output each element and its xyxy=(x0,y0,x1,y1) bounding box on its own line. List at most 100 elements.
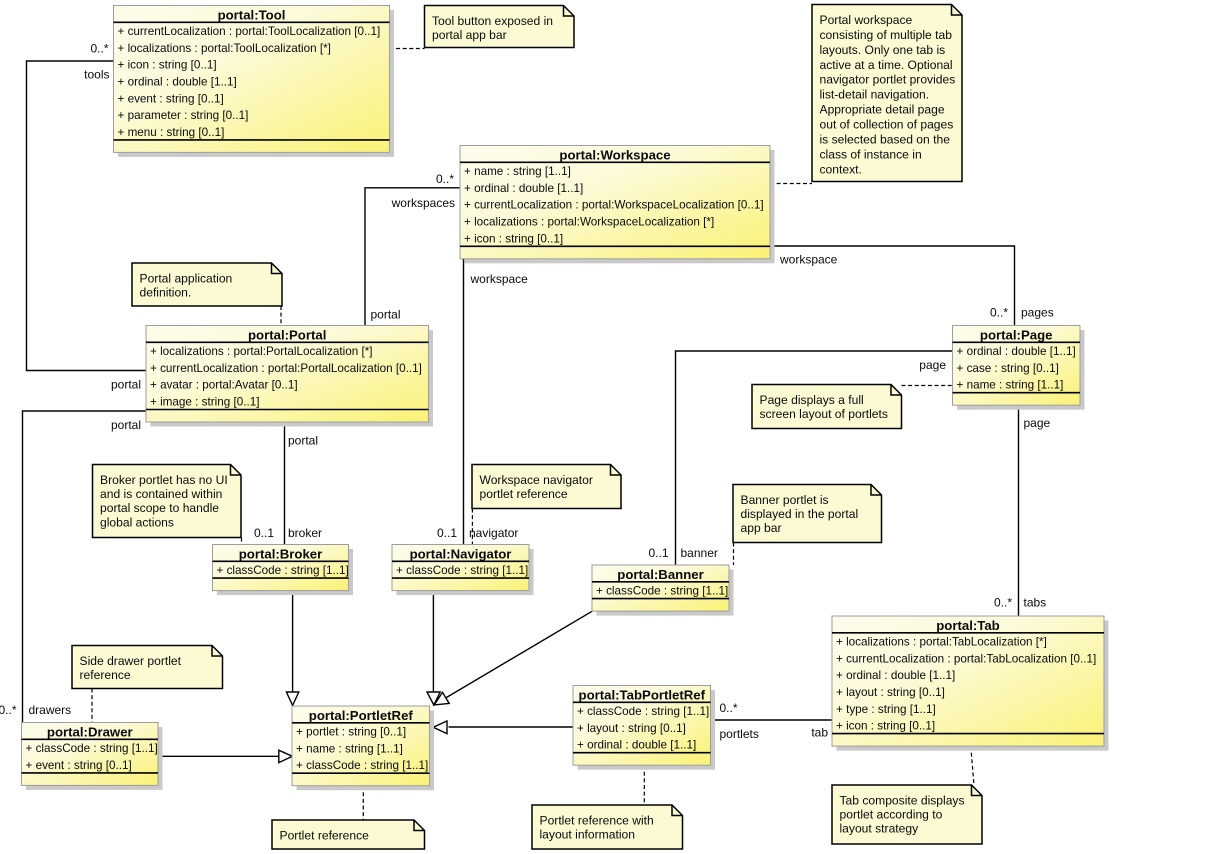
svg-text:+ localizations : portal:TabLo: + localizations : portal:TabLocalization… xyxy=(836,636,1047,649)
svg-text:Portlet reference with: Portlet reference with xyxy=(540,814,654,828)
svg-text:0..1: 0..1 xyxy=(437,526,457,540)
svg-text:+ event : string [0..1]: + event : string [0..1] xyxy=(26,759,132,772)
svg-text:+ name : string [1..1]: + name : string [1..1] xyxy=(957,379,1064,392)
svg-text:portal:Page: portal:Page xyxy=(980,328,1053,343)
svg-text:broker: broker xyxy=(288,526,322,540)
svg-text:navigator: navigator xyxy=(469,526,518,540)
svg-text:layout strategy: layout strategy xyxy=(840,822,920,836)
svg-text:+ portlet : string [0..1]: + portlet : string [0..1] xyxy=(296,726,406,739)
svg-text:layout information: layout information xyxy=(540,828,635,842)
svg-text:reference: reference xyxy=(80,668,131,682)
svg-text:portal:Tab: portal:Tab xyxy=(936,618,1000,633)
svg-text:portlet according to: portlet according to xyxy=(840,808,943,822)
svg-text:+ classCode : string [1..1]: + classCode : string [1..1] xyxy=(596,585,728,598)
svg-text:portal:Broker: portal:Broker xyxy=(239,547,323,562)
svg-text:+ currentLocalization : portal: + currentLocalization : portal:TabLocali… xyxy=(836,652,1096,665)
svg-text:Side drawer portlet: Side drawer portlet xyxy=(80,654,182,668)
svg-text:layouts. Only one tab is: layouts. Only one tab is xyxy=(820,43,946,57)
svg-text:0..*: 0..* xyxy=(436,172,454,186)
svg-text:+ classCode : string [1..1]: + classCode : string [1..1] xyxy=(26,742,158,755)
svg-text:out of collection of pages: out of collection of pages xyxy=(820,118,954,132)
svg-text:portal:TabPortletRef: portal:TabPortletRef xyxy=(579,688,706,703)
svg-text:+ layout : string [0..1]: + layout : string [0..1] xyxy=(836,686,945,699)
svg-text:Banner portlet is: Banner portlet is xyxy=(741,493,829,507)
svg-text:+ icon : string [0..1]: + icon : string [0..1] xyxy=(464,232,563,245)
svg-text:+ classCode : string [1..1]: + classCode : string [1..1] xyxy=(396,564,528,577)
svg-text:portal scope to handle: portal scope to handle xyxy=(100,501,219,515)
svg-text:portal:Banner: portal:Banner xyxy=(617,567,703,582)
svg-text:portal: portal xyxy=(111,378,141,392)
svg-text:portlet reference: portlet reference xyxy=(480,487,568,501)
svg-text:+ ordinal : double [1..1]: + ordinal : double [1..1] xyxy=(577,739,696,752)
svg-text:context.: context. xyxy=(820,162,862,176)
svg-text:global actions: global actions xyxy=(100,515,174,529)
svg-text:navigator portlet provides: navigator portlet provides xyxy=(820,73,956,87)
svg-text:+ menu : string [0..1]: + menu : string [0..1] xyxy=(118,126,225,139)
svg-text:+ localizations : portal:ToolL: + localizations : portal:ToolLocalizatio… xyxy=(118,42,331,55)
svg-text:0..1: 0..1 xyxy=(648,546,668,560)
svg-text:Tab composite displays: Tab composite displays xyxy=(840,794,965,808)
svg-text:portal: portal xyxy=(288,434,318,448)
svg-text:0..*: 0..* xyxy=(90,42,108,56)
svg-text:portal:Drawer: portal:Drawer xyxy=(47,725,133,740)
svg-text:+ parameter : string [0..1]: + parameter : string [0..1] xyxy=(118,109,249,122)
svg-text:+ ordinal : double [1..1]: + ordinal : double [1..1] xyxy=(836,669,955,682)
svg-text:+ image : string [0..1]: + image : string [0..1] xyxy=(150,396,259,409)
svg-text:portlets: portlets xyxy=(720,727,759,741)
svg-text:+ classCode : string [1..1]: + classCode : string [1..1] xyxy=(217,564,349,577)
svg-text:portal: portal xyxy=(111,418,141,432)
svg-text:+ currentLocalization : portal: + currentLocalization : portal:ToolLocal… xyxy=(118,25,381,38)
svg-text:Portal application: Portal application xyxy=(140,272,233,286)
svg-text:list-detail navigation.: list-detail navigation. xyxy=(820,88,930,102)
svg-text:Portlet reference: Portlet reference xyxy=(280,829,370,843)
svg-text:workspace: workspace xyxy=(779,253,838,267)
svg-text:drawers: drawers xyxy=(29,703,72,717)
svg-text:+ localizations : portal:Works: + localizations : portal:WorkspaceLocali… xyxy=(464,216,714,229)
svg-text:0..*: 0..* xyxy=(0,703,17,717)
svg-text:+ currentLocalization : portal: + currentLocalization : portal:Workspace… xyxy=(464,199,764,212)
svg-text:active at a time. Optional: active at a time. Optional xyxy=(820,58,953,72)
svg-text:0..*: 0..* xyxy=(990,306,1008,320)
svg-text:+ classCode : string [1..1]: + classCode : string [1..1] xyxy=(577,705,709,718)
svg-text:portal:Tool: portal:Tool xyxy=(218,8,286,23)
svg-text:+ type : string [1..1]: + type : string [1..1] xyxy=(836,703,936,716)
svg-text:Portal workspace: Portal workspace xyxy=(820,13,913,27)
svg-text:Broker portlet has no UI: Broker portlet has no UI xyxy=(100,473,228,487)
svg-text:Appropriate detail page: Appropriate detail page xyxy=(820,103,945,117)
svg-text:portal app bar: portal app bar xyxy=(432,28,507,42)
svg-text:consisting of multiple tab: consisting of multiple tab xyxy=(820,28,953,42)
svg-text:+ localizations : portal:Porta: + localizations : portal:PortalLocalizat… xyxy=(150,345,373,358)
svg-text:displayed in the portal: displayed in the portal xyxy=(741,507,859,521)
svg-text:definition.: definition. xyxy=(140,286,192,300)
svg-text:+ ordinal : double [1..1]: + ordinal : double [1..1] xyxy=(957,345,1076,358)
svg-text:page: page xyxy=(1024,416,1051,430)
svg-text:portal:Workspace: portal:Workspace xyxy=(559,148,670,163)
svg-text:screen layout of portlets: screen layout of portlets xyxy=(760,407,888,421)
svg-text:+ case : string [0..1]: + case : string [0..1] xyxy=(957,362,1059,375)
svg-text:+ ordinal : double [1..1]: + ordinal : double [1..1] xyxy=(118,76,237,89)
svg-text:and is contained within: and is contained within xyxy=(100,487,222,501)
svg-text:portal:PortletRef: portal:PortletRef xyxy=(309,708,414,723)
svg-text:+ name : string [1..1]: + name : string [1..1] xyxy=(296,742,403,755)
svg-text:tools: tools xyxy=(84,68,109,82)
svg-text:Workspace navigator: Workspace navigator xyxy=(480,473,593,487)
svg-text:+ name : string [1..1]: + name : string [1..1] xyxy=(464,165,571,178)
svg-text:page: page xyxy=(919,358,946,372)
svg-text:portal:Portal: portal:Portal xyxy=(248,328,326,343)
svg-text:portal: portal xyxy=(371,308,401,322)
svg-text:app bar: app bar xyxy=(741,521,782,535)
svg-text:+ icon : string [0..1]: + icon : string [0..1] xyxy=(118,59,217,72)
svg-text:+ ordinal : double [1..1]: + ordinal : double [1..1] xyxy=(464,182,583,195)
svg-text:0..*: 0..* xyxy=(994,596,1012,610)
svg-text:tabs: tabs xyxy=(1024,596,1047,610)
svg-text:+ event : string [0..1]: + event : string [0..1] xyxy=(118,92,224,105)
svg-text:pages: pages xyxy=(1021,306,1054,320)
svg-text:Page displays a full: Page displays a full xyxy=(760,393,864,407)
svg-text:workspace: workspace xyxy=(470,272,529,286)
svg-text:+ currentLocalization : portal: + currentLocalization : portal:PortalLoc… xyxy=(150,362,422,375)
svg-text:0..1: 0..1 xyxy=(254,526,274,540)
svg-text:tab: tab xyxy=(811,726,828,740)
svg-text:+ avatar : portal:Avatar [0..1: + avatar : portal:Avatar [0..1] xyxy=(150,379,298,392)
svg-text:banner: banner xyxy=(681,546,718,560)
svg-text:class of instance in: class of instance in xyxy=(820,147,922,161)
